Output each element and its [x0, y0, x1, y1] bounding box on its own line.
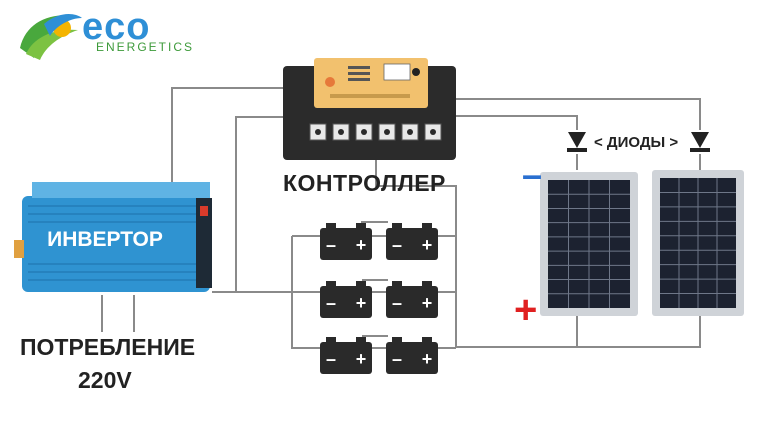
battery: –+	[386, 223, 438, 260]
inverter-top-face	[32, 182, 210, 198]
inverter-end-cap	[196, 198, 212, 288]
inverter-terminal	[14, 240, 24, 258]
diode-left-icon	[567, 132, 587, 152]
battery-negative-sign: –	[392, 293, 402, 313]
battery-negative-sign: –	[326, 235, 336, 255]
battery-positive-sign: +	[422, 349, 433, 369]
battery: –+	[320, 223, 372, 260]
battery-negative-sign: –	[392, 235, 402, 255]
wire-controller-panels-inner	[456, 115, 578, 130]
inverter	[14, 182, 212, 292]
battery: –+	[386, 281, 438, 318]
solar-panel-grid	[548, 178, 736, 308]
panel-negative-sign: –	[522, 154, 543, 195]
battery-negative-sign: –	[326, 293, 336, 313]
battery: –+	[320, 337, 372, 374]
consumption-label: ПОТРЕБЛЕНИЕ	[20, 334, 196, 360]
diode-right-icon	[690, 132, 710, 152]
battery: –+	[320, 281, 372, 318]
logo-brand: eco	[82, 6, 151, 48]
wire-inverter-controller-top	[171, 87, 283, 198]
wire-controller-battery	[375, 158, 536, 348]
battery-positive-sign: +	[356, 349, 367, 369]
battery: –+	[386, 337, 438, 374]
battery-negative-sign: –	[392, 349, 402, 369]
battery-bank: –+–+–+–+–+–+	[320, 223, 438, 374]
battery-negative-sign: –	[326, 349, 336, 369]
diodes-label: < ДИОДЫ >	[592, 134, 681, 151]
wire-panels-bottom	[536, 315, 701, 348]
inverter-label: ИНВЕРТОР	[47, 228, 163, 251]
controller-button-icon	[412, 68, 420, 76]
wire-controller-panels-top	[456, 98, 701, 130]
voltage-label: 220V	[78, 367, 132, 393]
battery-positive-sign: +	[356, 235, 367, 255]
controller-led-icon	[325, 77, 335, 87]
inverter-body	[22, 196, 210, 292]
logo-leaf-icon	[20, 14, 82, 60]
panel-positive-sign: +	[514, 288, 538, 332]
inverter-switch	[200, 206, 208, 216]
battery-positive-sign: +	[356, 293, 367, 313]
controller-label: КОНТРОЛЛЕР	[283, 170, 446, 196]
battery-positive-sign: +	[422, 235, 433, 255]
controller	[283, 58, 456, 160]
logo-subtitle: ENERGETICS	[96, 40, 195, 54]
wire-inverter-controller-inner	[235, 116, 283, 292]
wiring	[101, 87, 701, 349]
battery-positive-sign: +	[422, 293, 433, 313]
